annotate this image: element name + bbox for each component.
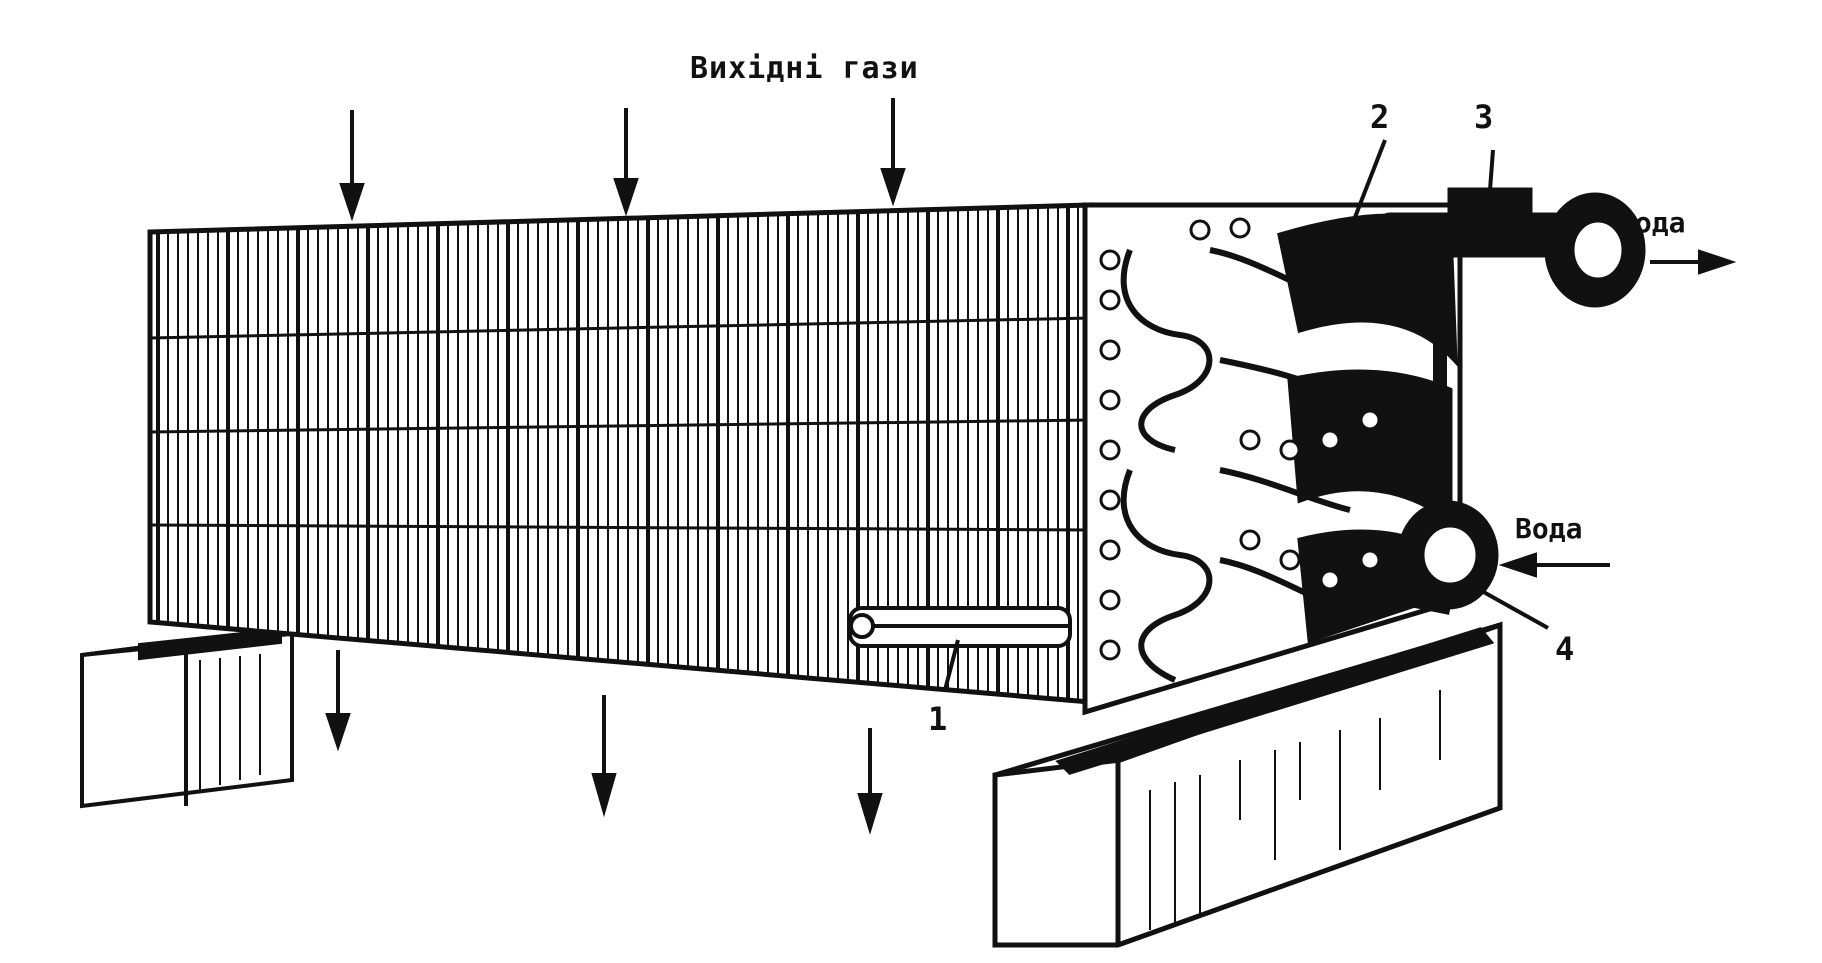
lower-collector [848, 606, 1072, 648]
right-support-block [992, 621, 1503, 948]
gas-inlet-arrows [339, 98, 906, 222]
outlet-collector [1377, 187, 1646, 420]
leader-2 [1350, 139, 1387, 226]
title-exhaust-gases: Вихідні гази [690, 51, 919, 86]
callout-2: 2 [1370, 98, 1389, 136]
gas-arrow-top-1 [339, 110, 365, 222]
callout-leaders [943, 139, 1549, 691]
gas-arrow-bottom-1 [325, 650, 351, 752]
leader-4 [1479, 588, 1549, 630]
callout-4: 4 [1555, 630, 1574, 668]
water-inlet-label: Вода [1515, 512, 1582, 545]
leader-3 [1488, 149, 1495, 191]
left-support-block [80, 625, 307, 809]
header-plate [1082, 202, 1463, 716]
gas-outlet-arrows [325, 650, 883, 835]
gas-arrow-top-3 [880, 98, 906, 207]
tube-bank [147, 202, 1093, 705]
gas-arrow-top-2 [613, 108, 639, 217]
water-outlet-arrow [1650, 249, 1737, 275]
callout-3: 3 [1474, 98, 1493, 136]
tube-row-dividers [149, 316, 1091, 532]
leader-1 [943, 639, 960, 691]
gas-arrow-bottom-3 [857, 728, 883, 835]
callout-1: 1 [928, 700, 947, 738]
water-inlet-arrow [1498, 552, 1610, 578]
gas-arrow-bottom-2 [591, 695, 617, 818]
inlet-collector [1397, 500, 1499, 615]
water-outlet-label: Вода [1618, 206, 1685, 239]
